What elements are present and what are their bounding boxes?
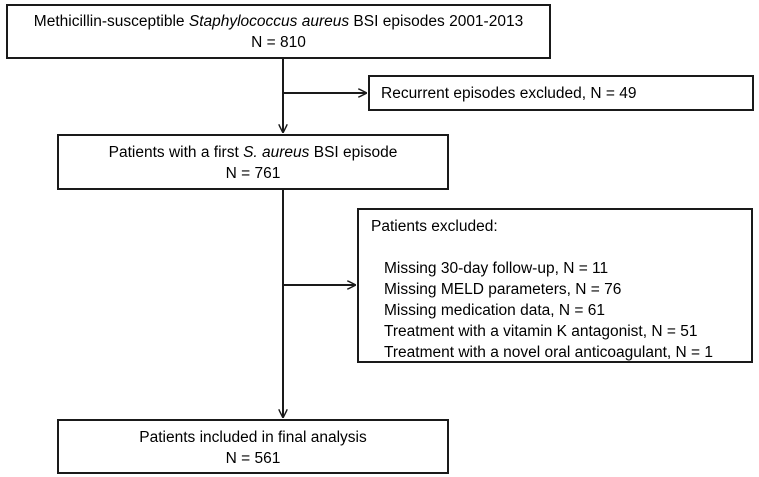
box-first-title: Patients with a first S. aureus BSI epis… xyxy=(108,144,398,161)
box-recurrent-text: Recurrent episodes excluded, N = 49 xyxy=(381,85,637,102)
excluded-item: Missing 30-day follow-up, N = 11 xyxy=(384,260,609,277)
box-first-episode: Patients with a first S. aureus BSI epis… xyxy=(57,134,449,190)
box-final-count: N = 561 xyxy=(225,450,281,467)
box-recurrent-excluded: Recurrent episodes excluded, N = 49 xyxy=(368,75,754,111)
box-final-title: Patients included in final analysis xyxy=(139,429,367,446)
excluded-item: Missing MELD parameters, N = 76 xyxy=(384,281,622,298)
excluded-item: Missing medication data, N = 61 xyxy=(384,302,605,319)
box-msa-episodes: Methicillin-susceptible Staphylococcus a… xyxy=(6,4,551,59)
excluded-item: Treatment with a novel oral anticoagulan… xyxy=(384,344,713,361)
box-msa-title: Methicillin-susceptible Staphylococcus a… xyxy=(33,13,524,30)
box-msa-count: N = 810 xyxy=(251,34,306,51)
excluded-item: Treatment with a vitamin K antagonist, N… xyxy=(384,323,698,340)
box-final-analysis: Patients included in final analysis N = … xyxy=(57,419,449,474)
box-patients-excluded: Patients excluded: Missing 30-day follow… xyxy=(357,208,753,363)
box-first-count: N = 761 xyxy=(225,165,281,182)
box-excluded-heading: Patients excluded: xyxy=(371,218,498,235)
